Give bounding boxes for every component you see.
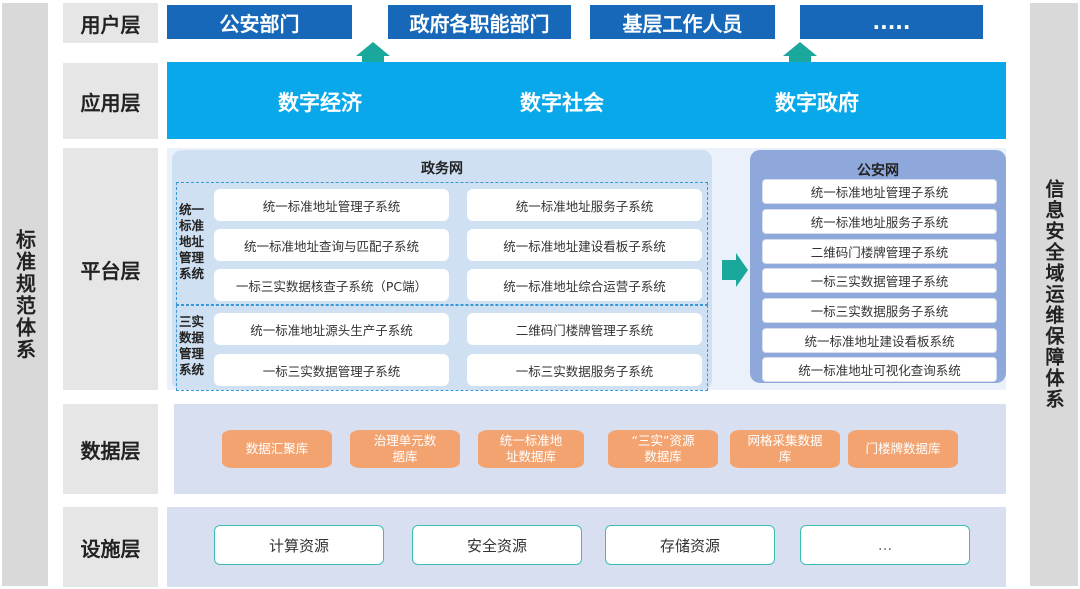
resource-box: 存储资源 <box>605 525 775 565</box>
right-arrow-icon <box>736 253 748 287</box>
user-box-more: ..... <box>800 5 983 39</box>
up-arrow-stem <box>789 56 811 66</box>
police-system-box: 统一标准地址建设看板系统 <box>762 328 997 353</box>
police-system-box: 一标三实数据管理子系统 <box>762 268 997 293</box>
up-arrow-icon <box>356 42 390 56</box>
gov-system-box: 统一标准地址建设看板子系统 <box>467 229 702 261</box>
gov-system-box: 二维码门楼牌管理子系统 <box>467 313 702 345</box>
gov-system-box: 一标三实数据服务子系统 <box>467 354 702 386</box>
police-network-title: 公安网 <box>857 163 899 179</box>
database-item: “三实”资源数据库 <box>608 430 718 468</box>
app-item-digital-government: 数字政府 <box>775 91 859 115</box>
police-system-box: 二维码门楼牌管理子系统 <box>762 239 997 264</box>
resource-box: ... <box>800 525 970 565</box>
app-item-digital-economy: 数字经济 <box>278 91 362 115</box>
gov-system-box: 统一标准地址源头生产子系统 <box>214 313 449 345</box>
database-item: 网格采集数据库 <box>730 430 840 468</box>
app-layer-band <box>167 62 1006 139</box>
gov-network-title: 政务网 <box>421 161 463 177</box>
user-box-government: 政府各职能部门 <box>388 5 571 39</box>
user-box-police: 公安部门 <box>167 5 352 39</box>
database-item: 门楼牌数据库 <box>848 430 958 468</box>
gov-system-box: 统一标准地址管理子系统 <box>214 189 449 221</box>
police-system-box: 统一标准地址管理子系统 <box>762 179 997 204</box>
layer-label-user: 用户层 <box>63 3 158 43</box>
app-item-digital-society: 数字社会 <box>520 91 604 115</box>
gov-system-box: 一标三实数据管理子系统 <box>214 354 449 386</box>
police-system-box: 一标三实数据服务子系统 <box>762 298 997 323</box>
gov-system-box: 统一标准地址查询与匹配子系统 <box>214 229 449 261</box>
database-item: 治理单元数据库 <box>350 430 460 468</box>
police-system-box: 统一标准地址可视化查询系统 <box>762 357 997 382</box>
gov-group1-frame <box>176 182 708 305</box>
layer-label-data: 数据层 <box>63 404 158 494</box>
gov-system-box: 统一标准地址服务子系统 <box>467 189 702 221</box>
left-side-label: 标准规范体系 <box>12 228 37 361</box>
right-side-panel: 信息安全域运维保障体系 <box>1030 3 1078 586</box>
layer-label-platform: 平台层 <box>63 148 158 390</box>
user-box-grassroots: 基层工作人员 <box>590 5 775 39</box>
up-arrow-icon <box>783 42 817 56</box>
layer-label-app: 应用层 <box>63 63 158 139</box>
gov-system-box: 统一标准地址综合运营子系统 <box>467 269 702 301</box>
left-side-panel: 标准规范体系 <box>2 3 48 586</box>
police-system-box: 统一标准地址服务子系统 <box>762 209 997 234</box>
layer-label-infra: 设施层 <box>63 507 158 587</box>
database-item: 统一标准地址数据库 <box>478 430 584 468</box>
right-side-label: 信息安全域运维保障体系 <box>1042 179 1065 410</box>
gov-system-box: 一标三实数据核查子系统（PC端） <box>214 269 449 301</box>
gov-group1-label: 统一标准地址管理系统 <box>179 202 205 281</box>
up-arrow-stem <box>362 56 384 66</box>
gov-group2-frame <box>176 305 708 391</box>
database-item: 数据汇聚库 <box>222 430 332 468</box>
resource-box: 计算资源 <box>214 525 384 565</box>
gov-group2-label: 三实数据管理系统 <box>179 314 205 377</box>
right-arrow-stem <box>722 260 736 280</box>
resource-box: 安全资源 <box>412 525 582 565</box>
